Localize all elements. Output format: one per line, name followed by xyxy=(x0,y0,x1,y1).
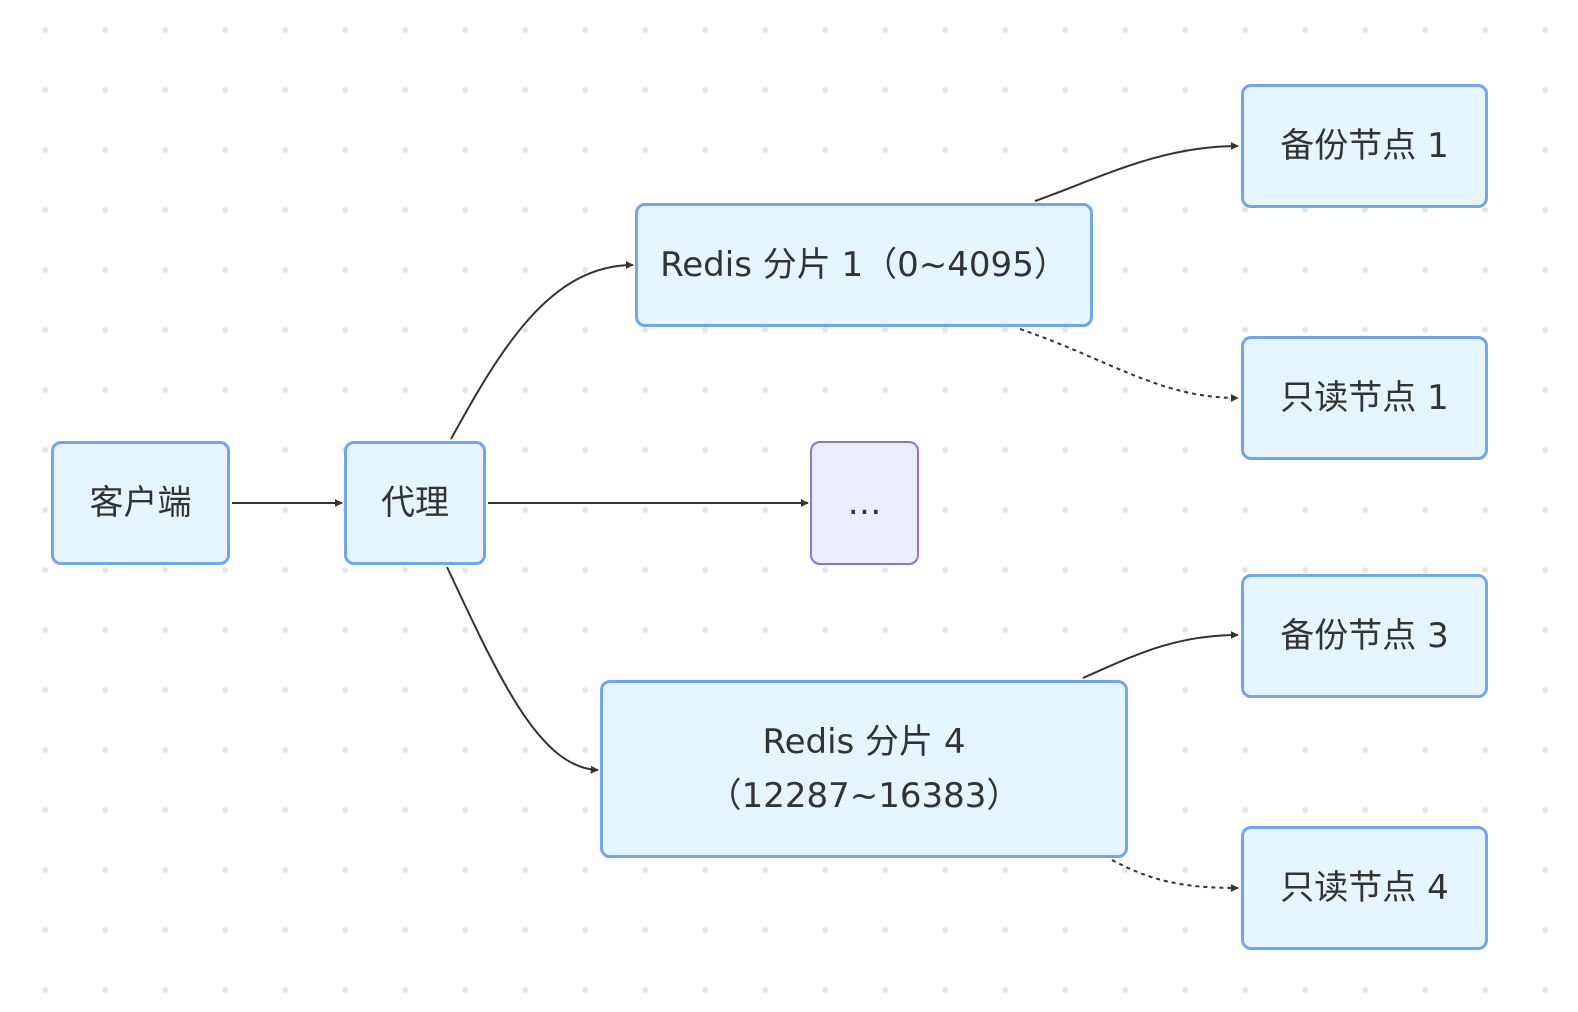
client-node-label: 客户端 xyxy=(89,482,192,523)
ellipsis-node-label: … xyxy=(847,482,882,523)
backup3-node-label: 备份节点 3 xyxy=(1280,615,1449,656)
edge-shard4-to-readonly4 xyxy=(1111,859,1239,892)
edge-shard4-to-backup3 xyxy=(1082,631,1239,679)
readonly1-node: 只读节点 1 xyxy=(1241,336,1488,460)
readonly1-node-label: 只读节点 1 xyxy=(1280,377,1449,418)
edge-proxy-to-shard4 xyxy=(446,566,599,774)
proxy-node-label: 代理 xyxy=(381,482,449,523)
shard1-node: Redis 分片 1（0~4095） xyxy=(635,203,1093,327)
edge-shard1-to-backup1 xyxy=(1034,142,1239,202)
client-node: 客户端 xyxy=(51,441,230,565)
backup1-node: 备份节点 1 xyxy=(1241,84,1488,208)
shard4-node: Redis 分片 4 （12287~16383） xyxy=(600,680,1128,858)
edge-shard1-to-readonly1 xyxy=(1019,328,1239,402)
backup1-node-label: 备份节点 1 xyxy=(1280,125,1449,166)
readonly4-node: 只读节点 4 xyxy=(1241,826,1488,950)
shard4-node-label: Redis 分片 4 （12287~16383） xyxy=(707,721,1021,816)
shard1-node-label: Redis 分片 1（0~4095） xyxy=(660,244,1068,285)
proxy-node: 代理 xyxy=(344,441,486,565)
ellipsis-node: … xyxy=(810,441,919,565)
backup3-node: 备份节点 3 xyxy=(1241,574,1488,698)
readonly4-node-label: 只读节点 4 xyxy=(1280,867,1449,908)
edge-proxy-to-shard1 xyxy=(450,261,634,440)
